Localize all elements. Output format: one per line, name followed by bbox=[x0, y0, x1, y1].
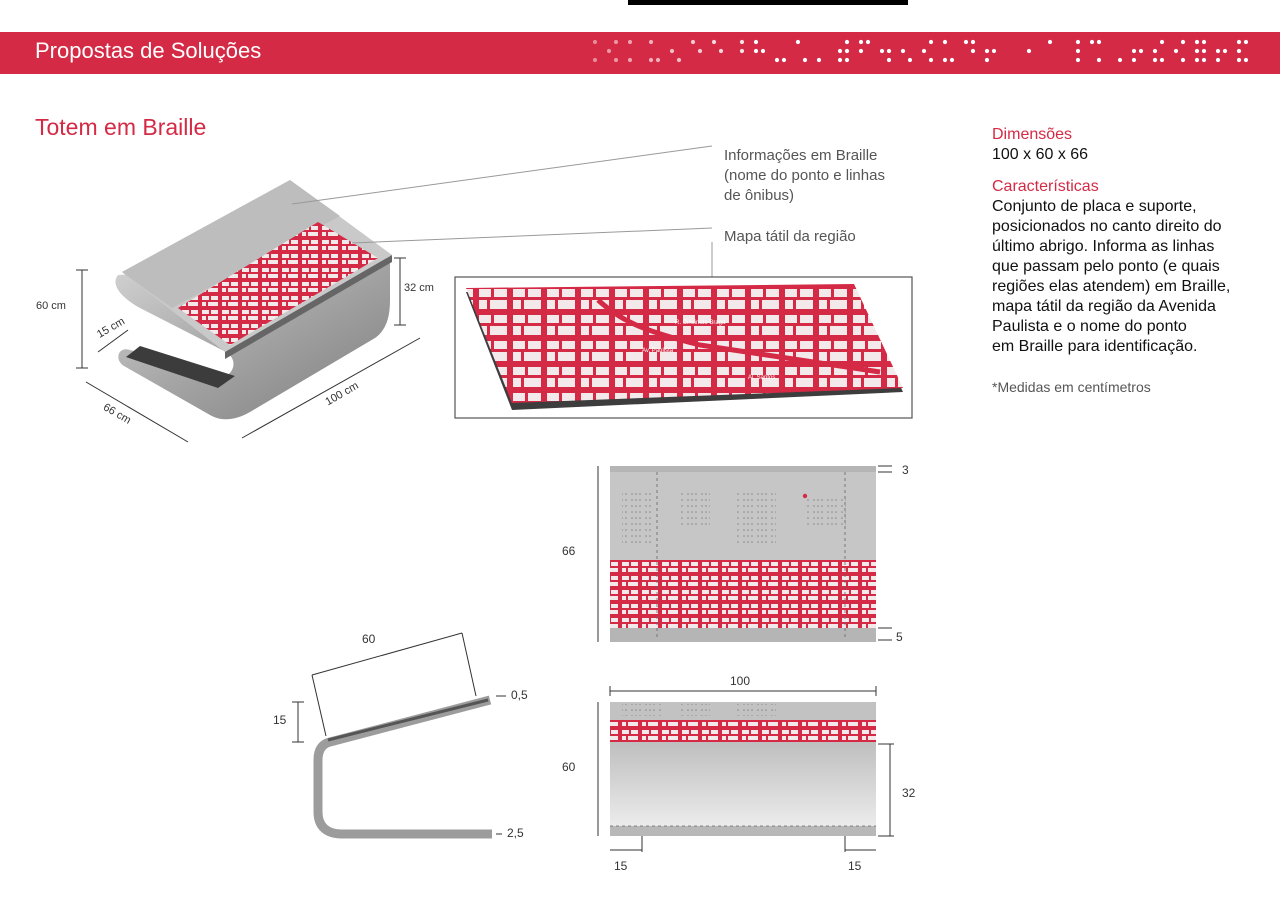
page-title: Propostas de Soluções bbox=[35, 38, 262, 63]
side-profile-view bbox=[292, 632, 506, 839]
characteristics-heading: Características bbox=[992, 178, 1099, 195]
dimensions-value: 100 x 60 x 66 bbox=[992, 146, 1089, 163]
top-5-label: 5 bbox=[896, 630, 903, 644]
front-15-left-label: 15 bbox=[614, 859, 628, 873]
iso-width-100-label: 100 cm bbox=[323, 379, 361, 409]
tactile-map-enlarged bbox=[466, 284, 903, 403]
iso-depth-66-label: 66 cm bbox=[101, 401, 133, 427]
characteristics-line: em Braille para identificação. bbox=[992, 338, 1198, 355]
callout-braille-info: Informações em Braille (nome do ponto e … bbox=[724, 146, 885, 206]
characteristics-line: posicionados no canto direito do bbox=[992, 218, 1222, 235]
callout-line: Informações em Braille bbox=[724, 147, 878, 164]
side-60-label: 60 bbox=[362, 632, 376, 646]
callout-line: de ônibus) bbox=[724, 187, 795, 204]
map-street-label: Av. Paulista bbox=[642, 348, 674, 354]
front-100-label: 100 bbox=[730, 674, 751, 688]
characteristics-line: Conjunto de placa e suporte, bbox=[992, 198, 1197, 215]
map-street-label: R. Cincinato Braga bbox=[675, 320, 726, 326]
side-0-5-label: 0,5 bbox=[511, 688, 528, 702]
measurement-note: *Medidas em centímetros bbox=[992, 379, 1151, 395]
section-title: Totem em Braille bbox=[35, 114, 207, 140]
iso-height-60-label: 60 cm bbox=[36, 300, 66, 312]
front-60-label: 60 bbox=[562, 760, 576, 774]
top-3-label: 3 bbox=[902, 463, 909, 477]
braille-pattern-decoration bbox=[592, 39, 1249, 63]
top-black-bar bbox=[628, 0, 908, 5]
map-street-label: Al. Santos bbox=[748, 375, 776, 381]
header-banner: Propostas de Soluções bbox=[0, 32, 1280, 74]
callout-line: (nome do ponto e linhas bbox=[724, 167, 885, 184]
dimensions-heading: Dimensões bbox=[992, 126, 1073, 143]
characteristics-line: Paulista e o nome do ponto bbox=[992, 318, 1187, 335]
characteristics-line: que passam pelo ponto (e quais bbox=[992, 258, 1220, 275]
side-15-label: 15 bbox=[273, 713, 287, 727]
characteristics-line: último abrigo. Informa as linhas bbox=[992, 238, 1215, 255]
top-66-label: 66 bbox=[562, 544, 576, 558]
iso-depth-15-label: 15 cm bbox=[95, 315, 127, 341]
spec-panel: Dimensões 100 x 60 x 66 Características … bbox=[992, 125, 1262, 397]
characteristics-line: regiões elas atendem) em Braille, bbox=[992, 278, 1231, 295]
front-15-right-label: 15 bbox=[848, 859, 862, 873]
top-view-plate bbox=[597, 465, 892, 642]
iso-height-32-label: 32 cm bbox=[404, 282, 434, 294]
callout-tactile-map: Mapa tátil da região bbox=[724, 228, 856, 245]
characteristics-line: mapa tátil da região da Avenida bbox=[992, 298, 1216, 315]
front-32-label: 32 bbox=[902, 786, 916, 800]
front-view bbox=[597, 686, 894, 852]
side-2-5-label: 2,5 bbox=[507, 826, 524, 840]
